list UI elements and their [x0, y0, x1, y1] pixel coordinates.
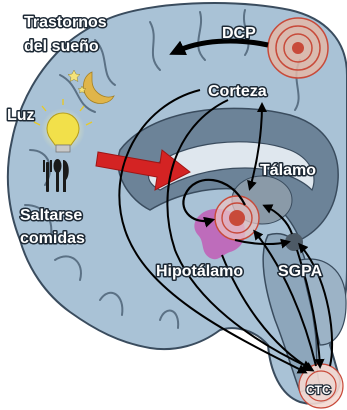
hypothalamus-target — [215, 196, 259, 240]
dcp-target — [268, 18, 328, 78]
hypothalamus-label: Hipotálamo — [156, 263, 243, 280]
sgpa-label: SGPA — [278, 263, 323, 280]
skip-meals-label-line2: comidas — [20, 230, 85, 247]
cortex-label: Corteza — [208, 83, 267, 100]
dcp-label: DCP — [222, 25, 256, 42]
skip-meals-label-line1: Saltarse — [20, 207, 82, 224]
ctc-label: CTC — [306, 383, 331, 397]
sleep-disorders-label-line2: del sueño — [24, 38, 99, 55]
sleep-disorders-label-line1: Trastornos — [24, 14, 107, 31]
thalamus-label: Tálamo — [260, 162, 316, 179]
light-label: Luz — [7, 107, 35, 124]
